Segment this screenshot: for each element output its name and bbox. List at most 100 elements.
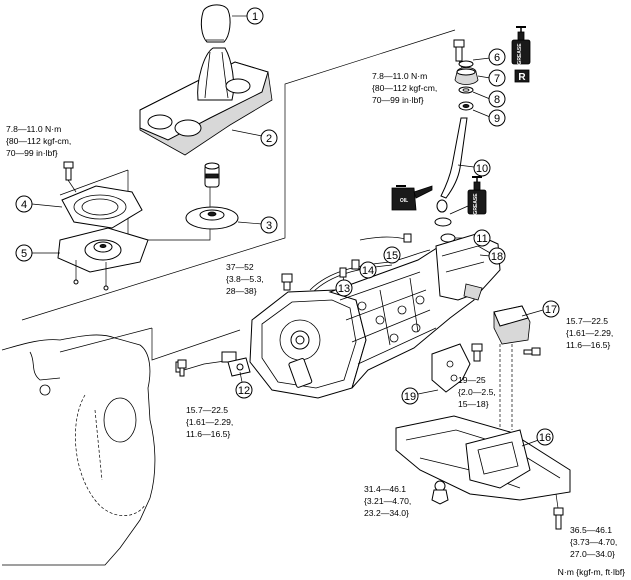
svg-text:12: 12	[238, 385, 250, 397]
torque-member-nut: 31.4—46.1 {3.21—4.70, 23.2—34.0}	[364, 484, 411, 518]
callout-3: 3	[260, 216, 278, 234]
torque-boot-plate-bolt: 7.8—11.0 N·m {80—112 kgf-cm, 70—99 in·lb…	[6, 124, 71, 158]
svg-text:14: 14	[362, 265, 374, 277]
svg-text:{80—112 kgf-cm,: {80—112 kgf-cm,	[372, 83, 437, 93]
left-bolt	[177, 359, 187, 377]
svg-text:{80—112 kgf-cm,: {80—112 kgf-cm,	[6, 136, 71, 146]
grease-label-top: GREASE	[517, 43, 523, 65]
callout-9: 9	[488, 109, 506, 127]
shift-boot-panel-part	[139, 47, 273, 156]
svg-text:19: 19	[404, 391, 416, 403]
svg-text:{1.61—2.29,: {1.61—2.29,	[186, 417, 233, 427]
callout-11: 11	[473, 229, 491, 247]
grease-can-mid-icon: GREASE	[449, 176, 487, 215]
boot-plate-bolt	[63, 161, 77, 193]
callout-5: 5	[15, 244, 33, 262]
svg-text:4: 4	[21, 199, 27, 211]
svg-text:11.6—16.5}: 11.6—16.5}	[186, 429, 230, 439]
callout-15: 15	[383, 246, 401, 264]
svg-text:23.2—34.0}: 23.2—34.0}	[364, 508, 409, 518]
bracket-bolt	[471, 343, 483, 362]
callout-13: 13	[335, 279, 353, 297]
grease-can-icon: GREASE	[511, 26, 531, 65]
svg-text:7.8—11.0 N·m: 7.8—11.0 N·m	[372, 71, 427, 81]
grease-label-mid: GREASE	[473, 193, 479, 215]
svg-text:70—99 in·lbf}: 70—99 in·lbf}	[6, 148, 58, 158]
mount-bolt-right	[523, 347, 541, 356]
callout-4: 4	[15, 195, 33, 213]
svg-text:{2.0—2.5,: {2.0—2.5,	[458, 387, 496, 397]
bracket-part	[417, 343, 471, 395]
torque-bracket-bolt: 19—25 {2.0—2.5, 15—18}	[458, 375, 496, 409]
svg-text:5: 5	[21, 248, 27, 260]
bushing-part	[204, 162, 220, 188]
svg-text:{3.73—4.70,: {3.73—4.70,	[570, 537, 617, 547]
torque-switch-bolt: 37—52 {3.8—5.3, 28—38}	[226, 262, 264, 296]
svg-text:27.0—34.0}: 27.0—34.0}	[570, 549, 615, 559]
switch-bolt	[281, 273, 293, 291]
oil-can-icon: OIL	[391, 185, 433, 211]
callout-19: 19	[401, 387, 419, 405]
svg-text:{3.8—5.3,: {3.8—5.3,	[226, 274, 264, 284]
torque-shift-lever-bolt: 7.8—11.0 N·m {80—112 kgf-cm, 70—99 in·lb…	[372, 71, 437, 105]
svg-text:18: 18	[491, 251, 503, 263]
svg-text:37—52: 37—52	[226, 262, 254, 272]
svg-text:70—99 in·lbf}: 70—99 in·lbf}	[372, 95, 424, 105]
svg-text:{3.21—4.70,: {3.21—4.70,	[364, 496, 411, 506]
engine-outline	[1, 334, 156, 566]
torque-right-bolt: 15.7—22.5 {1.61—2.29, 11.6—16.5}	[566, 316, 613, 350]
svg-text:19—25: 19—25	[458, 375, 486, 385]
callout-2: 2	[260, 129, 278, 147]
transmission-housing-part	[249, 233, 501, 399]
insulator-part	[185, 206, 263, 230]
rear-mount-part	[493, 305, 544, 430]
callout-18: 18	[488, 247, 506, 265]
callout-14: 14	[359, 261, 377, 279]
callout-6: 6	[488, 48, 506, 66]
replace-label: R	[518, 72, 526, 83]
svg-text:1: 1	[252, 11, 258, 23]
lower-boot-part	[32, 227, 149, 291]
svg-text:7: 7	[494, 73, 500, 85]
svg-text:16: 16	[539, 432, 551, 444]
svg-text:8: 8	[494, 94, 500, 106]
svg-text:15—18}: 15—18}	[458, 399, 489, 409]
svg-text:17: 17	[545, 304, 557, 316]
callout-7: 7	[488, 69, 506, 87]
callout-12: 12	[235, 381, 253, 399]
svg-text:15: 15	[386, 250, 398, 262]
torque-left-bolt: 15.7—22.5 {1.61—2.29, 11.6—16.5}	[186, 405, 233, 439]
callout-1: 1	[246, 7, 264, 25]
replace-symbol: R	[514, 69, 530, 83]
svg-text:31.4—46.1: 31.4—46.1	[364, 484, 406, 494]
lever-cap-part	[454, 57, 491, 118]
callout-17: 17	[542, 300, 560, 318]
shift-lever-part	[434, 117, 475, 227]
svg-text:11: 11	[476, 233, 487, 245]
svg-text:2: 2	[266, 133, 272, 145]
svg-text:11.6—16.5}: 11.6—16.5}	[566, 340, 610, 350]
svg-text:9: 9	[494, 113, 500, 125]
unit-note: N·m {kgf-m, ft·lbf}	[558, 567, 625, 577]
svg-text:{1.61—2.29,: {1.61—2.29,	[566, 328, 613, 338]
callout-16: 16	[536, 428, 554, 446]
callout-10: 10	[473, 159, 491, 177]
callout-8: 8	[488, 90, 506, 108]
member-bolt	[553, 493, 564, 530]
svg-text:10: 10	[476, 163, 488, 175]
svg-text:15.7—22.5: 15.7—22.5	[186, 405, 228, 415]
svg-text:3: 3	[266, 220, 272, 232]
svg-text:6: 6	[494, 52, 500, 64]
shift-knob-part	[200, 4, 248, 43]
svg-text:7.8—11.0 N·m: 7.8—11.0 N·m	[6, 124, 61, 134]
svg-text:15.7—22.5: 15.7—22.5	[566, 316, 608, 326]
boot-plate-part	[31, 185, 143, 229]
svg-text:28—38}: 28—38}	[226, 286, 257, 296]
oil-label: OIL	[400, 198, 408, 204]
torque-member-bolt: 36.5—46.1 {3.73—4.70, 27.0—34.0}	[570, 525, 617, 559]
member-nut	[431, 489, 449, 505]
switch-harness-part	[175, 351, 251, 383]
svg-text:36.5—46.1: 36.5—46.1	[570, 525, 612, 535]
svg-text:13: 13	[338, 283, 350, 295]
